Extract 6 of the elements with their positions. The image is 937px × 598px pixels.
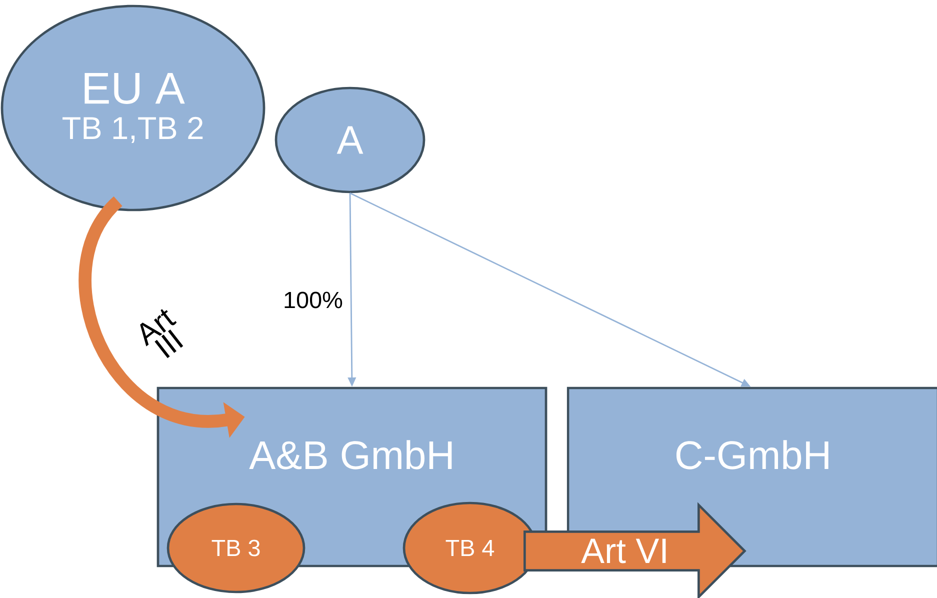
ellipse-node: TB 4: [402, 502, 538, 594]
ellipse-node: A: [274, 86, 426, 194]
ellipse-node: TB 3: [166, 502, 306, 594]
ellipse-node: EU A TB 1,TB 2: [0, 4, 266, 212]
edge-label: Art III: [140, 309, 184, 358]
edge-label: 100%: [284, 292, 342, 308]
